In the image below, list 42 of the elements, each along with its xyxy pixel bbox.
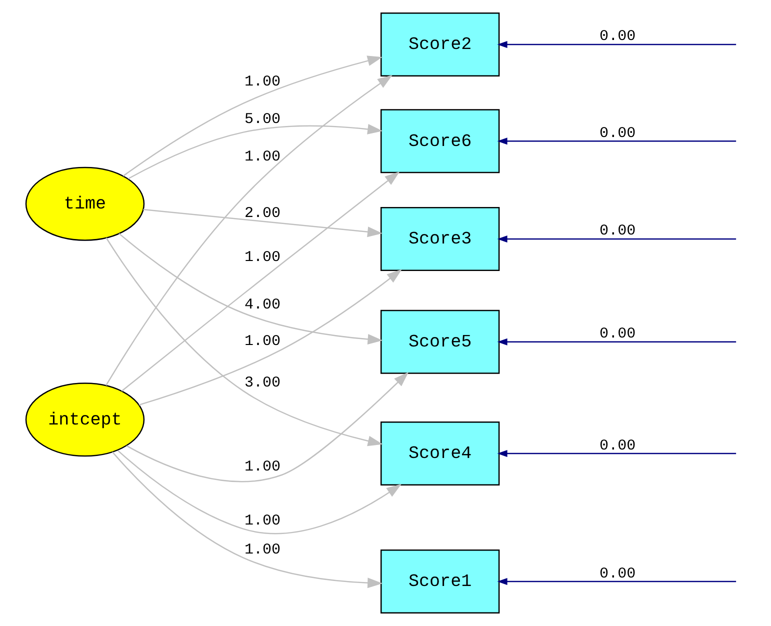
arrow <box>118 233 383 345</box>
arrow <box>121 171 400 392</box>
edge-label: 1.00 <box>244 72 281 90</box>
node-ellipse: time <box>25 166 145 241</box>
edge-label: 1.00 <box>244 512 281 530</box>
edge-label: 0.00 <box>600 27 636 46</box>
arrow <box>497 578 736 586</box>
edge-label: 0.00 <box>600 324 636 343</box>
node-box: Score1 <box>380 550 500 614</box>
arrow <box>497 338 736 346</box>
arrow <box>122 56 383 176</box>
edge-label: 1.00 <box>244 148 281 166</box>
arrow <box>112 452 383 588</box>
node-box: Score3 <box>380 206 500 271</box>
edge-label: 1.00 <box>244 332 281 350</box>
arrow <box>497 138 736 145</box>
arrow <box>106 238 383 446</box>
arrow <box>143 208 383 238</box>
arrow <box>126 372 409 482</box>
edge-label: 4.00 <box>244 296 281 314</box>
arrow <box>117 450 402 534</box>
node-box: Score5 <box>380 310 500 374</box>
node-box: Score2 <box>380 12 500 76</box>
edge-label: 1.00 <box>244 248 281 266</box>
edge-label: 0.00 <box>600 222 636 240</box>
arrow <box>497 40 736 48</box>
edge-label: 3.00 <box>244 374 281 392</box>
edge-label: 0.00 <box>600 436 636 454</box>
arrow <box>138 269 402 406</box>
node-box: Score6 <box>380 109 500 174</box>
arrow <box>497 450 736 458</box>
edge-label: 5.00 <box>244 110 281 128</box>
arrow <box>106 74 393 386</box>
edge-label: 2.00 <box>244 204 281 222</box>
node-box: Score4 <box>380 422 500 486</box>
arrow <box>497 235 736 242</box>
edge-label: 0.00 <box>600 124 636 142</box>
arrow <box>128 124 383 180</box>
node-ellipse: intcept <box>25 382 145 457</box>
edge-label: 0.00 <box>600 564 636 582</box>
edge-label: 1.00 <box>244 458 281 476</box>
edge-label: 1.00 <box>244 540 281 558</box>
